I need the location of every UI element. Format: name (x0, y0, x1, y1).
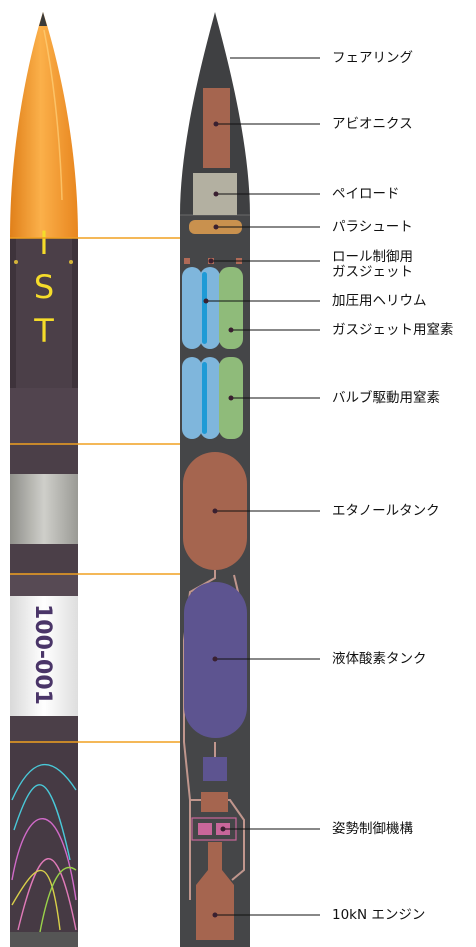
nose-highlight (43, 29, 63, 201)
label-gas-jet-nitrogen: ガスジェット用窒素 (332, 322, 454, 338)
ethanol-valve (201, 792, 228, 812)
exterior-decoration (11, 763, 77, 933)
label-pressurant-helium: 加圧用ヘリウム (332, 293, 427, 309)
exterior-body-upper (10, 238, 78, 388)
label-valve-drive-nitrogen: バルブ駆動用窒素 (332, 390, 440, 406)
leader-dots (203, 121, 234, 918)
label-avionics: アビオニクス (332, 116, 413, 132)
cutaway-rocket (180, 12, 250, 947)
gas-bottles (182, 267, 243, 439)
leader-lines (206, 57, 320, 916)
exterior-white-band (10, 596, 78, 716)
label-lox-tank: 液体酸素タンク (332, 651, 427, 667)
exterior-port-left (14, 260, 18, 264)
exterior-rocket: IST 100-001 (10, 12, 78, 947)
lox-valve (203, 757, 227, 781)
roll-jet-left (184, 258, 190, 264)
exterior-body-lower (10, 742, 78, 932)
nose-tip (39, 12, 47, 26)
label-roll-gas-jet: ロール制御用 ガスジェット (332, 249, 413, 280)
attitude-valve-left (198, 823, 212, 835)
ist-logo: IST (25, 224, 63, 356)
label-attitude-control: 姿勢制御機構 (332, 821, 413, 837)
label-fairing: フェアリング (332, 50, 413, 66)
avionics-module (203, 88, 230, 168)
label-ethanol-tank: エタノールタンク (332, 503, 440, 519)
label-payload: ペイロード (332, 186, 400, 202)
body-marking: 100-001 (30, 604, 55, 705)
label-parachute: パラシュート (332, 219, 413, 235)
label-engine: 10kN エンジン (332, 907, 426, 923)
exterior-gray-band (10, 474, 78, 544)
exterior-port-right (69, 260, 73, 264)
exterior-nose-cone (10, 12, 78, 238)
